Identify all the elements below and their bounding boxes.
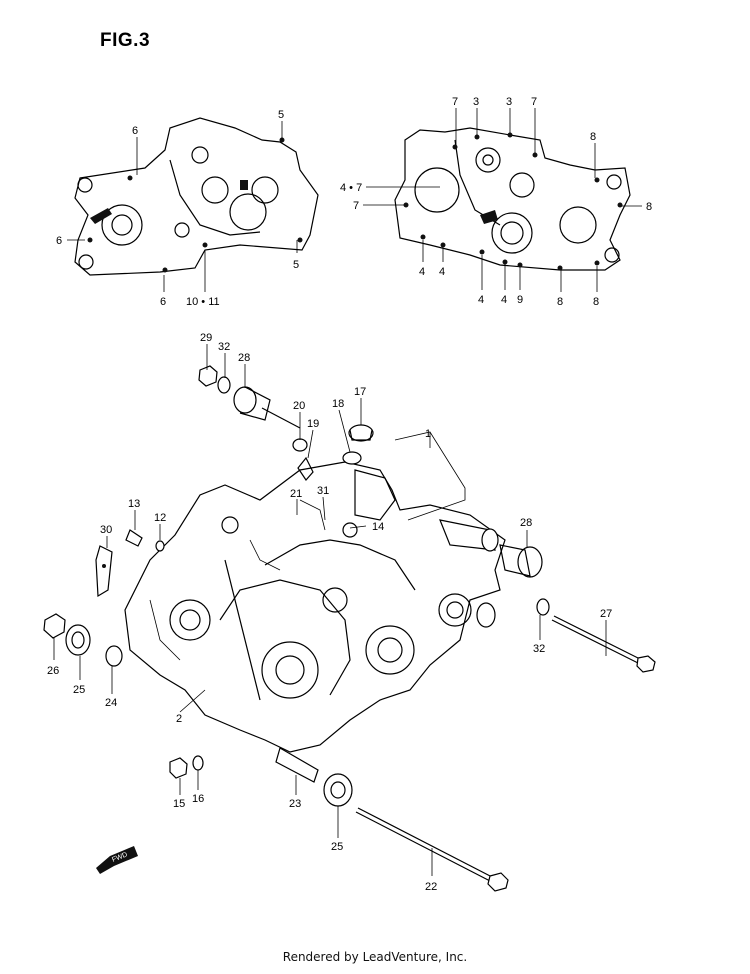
right-crankcase-half bbox=[394, 127, 631, 271]
parts-nut-26 bbox=[43, 613, 66, 639]
parts-bearing-28-top bbox=[233, 386, 301, 429]
callout-3: 3 bbox=[473, 96, 479, 108]
callout-5: 5 bbox=[293, 259, 299, 271]
callout-6: 6 bbox=[132, 125, 138, 137]
parts-plate-30 bbox=[95, 545, 113, 598]
parts-nut-29 bbox=[198, 365, 218, 387]
callout-24: 24 bbox=[105, 697, 117, 709]
callout-4: 4 bbox=[478, 294, 484, 306]
leader-lines bbox=[53, 108, 642, 876]
footer-credit: Rendered by LeadVenture, Inc. bbox=[282, 950, 468, 964]
figure-title: FIG.3 bbox=[100, 30, 151, 51]
parts-bolt-13 bbox=[125, 529, 143, 547]
callout-30: 30 bbox=[100, 524, 112, 536]
callout-4: 4 bbox=[501, 294, 507, 306]
callout-16: 16 bbox=[192, 793, 204, 805]
parts-bearing-28-right bbox=[499, 544, 543, 578]
callout-6: 6 bbox=[160, 296, 166, 308]
parts-seal-24 bbox=[105, 645, 123, 667]
callouts-top-left: 6 5 6 5 6 10 • 11 bbox=[56, 109, 299, 308]
callout-21: 21 bbox=[290, 488, 302, 500]
callout-3: 3 bbox=[506, 96, 512, 108]
callout-18: 18 bbox=[332, 398, 344, 410]
callouts-main: 29 32 28 20 19 18 17 1 21 31 14 13 12 30… bbox=[47, 332, 612, 893]
parts-bearing-25-left bbox=[65, 624, 91, 656]
callout-26: 26 bbox=[47, 665, 59, 677]
parts-washer-12 bbox=[155, 540, 165, 552]
callout-8: 8 bbox=[557, 296, 563, 308]
callout-25: 25 bbox=[331, 841, 343, 853]
callout-4-7: 4 • 7 bbox=[340, 182, 362, 194]
callout-14: 14 bbox=[372, 521, 384, 533]
callout-32: 32 bbox=[533, 643, 545, 655]
callout-17: 17 bbox=[354, 386, 366, 398]
callout-20: 20 bbox=[293, 400, 305, 412]
callout-25: 25 bbox=[73, 684, 85, 696]
parts-bolt-27 bbox=[551, 615, 656, 673]
left-crankcase-half bbox=[74, 117, 319, 276]
callout-10-11: 10 • 11 bbox=[186, 296, 220, 308]
callout-22: 22 bbox=[425, 881, 437, 893]
callout-12: 12 bbox=[154, 512, 166, 524]
callout-7: 7 bbox=[531, 96, 537, 108]
callout-23: 23 bbox=[289, 798, 301, 810]
callout-4: 4 bbox=[419, 266, 425, 278]
fwd-arrow-icon: FWD bbox=[96, 846, 138, 874]
parts-washer-16 bbox=[192, 755, 204, 771]
callout-7: 7 bbox=[452, 96, 458, 108]
parts-bolt-15 bbox=[169, 757, 188, 779]
callout-15: 15 bbox=[173, 798, 185, 810]
callout-19: 19 bbox=[307, 418, 319, 430]
main-crankcase-assembly bbox=[124, 461, 506, 753]
callout-8: 8 bbox=[593, 296, 599, 308]
callout-8: 8 bbox=[590, 131, 596, 143]
parts-washer-32-top bbox=[217, 376, 231, 394]
callout-5: 5 bbox=[278, 109, 284, 121]
parts-oring-18 bbox=[342, 451, 362, 465]
callout-9: 9 bbox=[517, 294, 523, 306]
callout-7: 7 bbox=[353, 200, 359, 212]
callouts-top-right: 7 3 3 7 8 4 • 7 7 8 4 4 4 4 9 8 8 bbox=[340, 96, 652, 308]
parts-washer-20 bbox=[292, 438, 308, 452]
callout-29: 29 bbox=[200, 332, 212, 344]
callout-27: 27 bbox=[600, 608, 612, 620]
parts-bolt-22 bbox=[355, 807, 509, 892]
callout-13: 13 bbox=[128, 498, 140, 510]
parts-bolt-19 bbox=[297, 456, 314, 481]
callout-4: 4 bbox=[439, 266, 445, 278]
callout-32: 32 bbox=[218, 341, 230, 353]
callout-28: 28 bbox=[520, 517, 532, 529]
callout-8: 8 bbox=[646, 201, 652, 213]
callout-31: 31 bbox=[317, 485, 329, 497]
callout-6: 6 bbox=[56, 235, 62, 247]
callout-28: 28 bbox=[238, 352, 250, 364]
callout-1: 1 bbox=[425, 428, 431, 440]
parts-bearing-25-bottom bbox=[323, 773, 353, 807]
parts-pin-23 bbox=[275, 747, 319, 783]
callout-2: 2 bbox=[176, 713, 182, 725]
parts-washer-32-right bbox=[536, 598, 550, 616]
parts-plug-17 bbox=[348, 424, 374, 442]
